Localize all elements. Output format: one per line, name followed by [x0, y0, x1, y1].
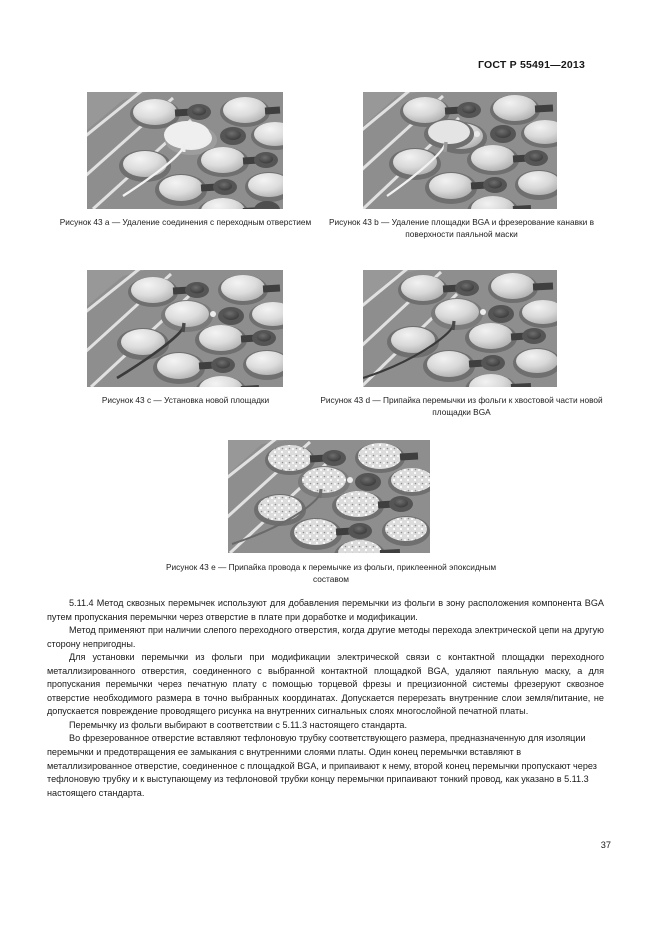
- figure-43b: [363, 92, 557, 209]
- figure-43a: [87, 92, 283, 209]
- paragraph-foil-selection: Перемычку из фольги выбирают в соответст…: [69, 719, 407, 730]
- figure-43a-caption: Рисунок 43 a — Удаление соединения с пер…: [59, 217, 312, 227]
- paragraph-method-application: Метод применяют при наличии слепого пере…: [47, 625, 604, 649]
- body-text: 5.11.4 Метод сквозных перемычек использу…: [47, 597, 604, 800]
- figure-43c: [87, 270, 283, 387]
- paragraph-foil-jumper-install: Для установки перемычки из фольги при мо…: [47, 652, 604, 717]
- bga-board-photo-e: [228, 440, 430, 553]
- paragraph-5-11-4: 5.11.4 Метод сквозных перемычек использу…: [47, 598, 604, 622]
- figure-43e: [228, 440, 430, 553]
- bga-board-photo-d: [363, 270, 557, 387]
- figure-43c-caption: Рисунок 43 c — Установка новой площадки: [101, 395, 270, 405]
- bga-board-photo-a: [87, 92, 283, 209]
- figure-43b-caption: Рисунок 43 b — Удаление площадки BGA и ф…: [328, 217, 595, 239]
- bga-board-photo-c: [87, 270, 283, 387]
- paragraph-teflon-tube: Во фрезерованное отверстие вставляют теф…: [47, 733, 597, 798]
- figure-43d: [363, 270, 557, 387]
- page-number: 37: [600, 840, 611, 850]
- bga-board-photo-b: [363, 92, 557, 209]
- figure-43d-caption: Рисунок 43 d — Припайка перемычки из фол…: [320, 395, 603, 417]
- standard-header: ГОСТ Р 55491—2013: [477, 59, 585, 71]
- figure-43e-caption: Рисунок 43 e — Припайка провода к перемы…: [165, 562, 497, 584]
